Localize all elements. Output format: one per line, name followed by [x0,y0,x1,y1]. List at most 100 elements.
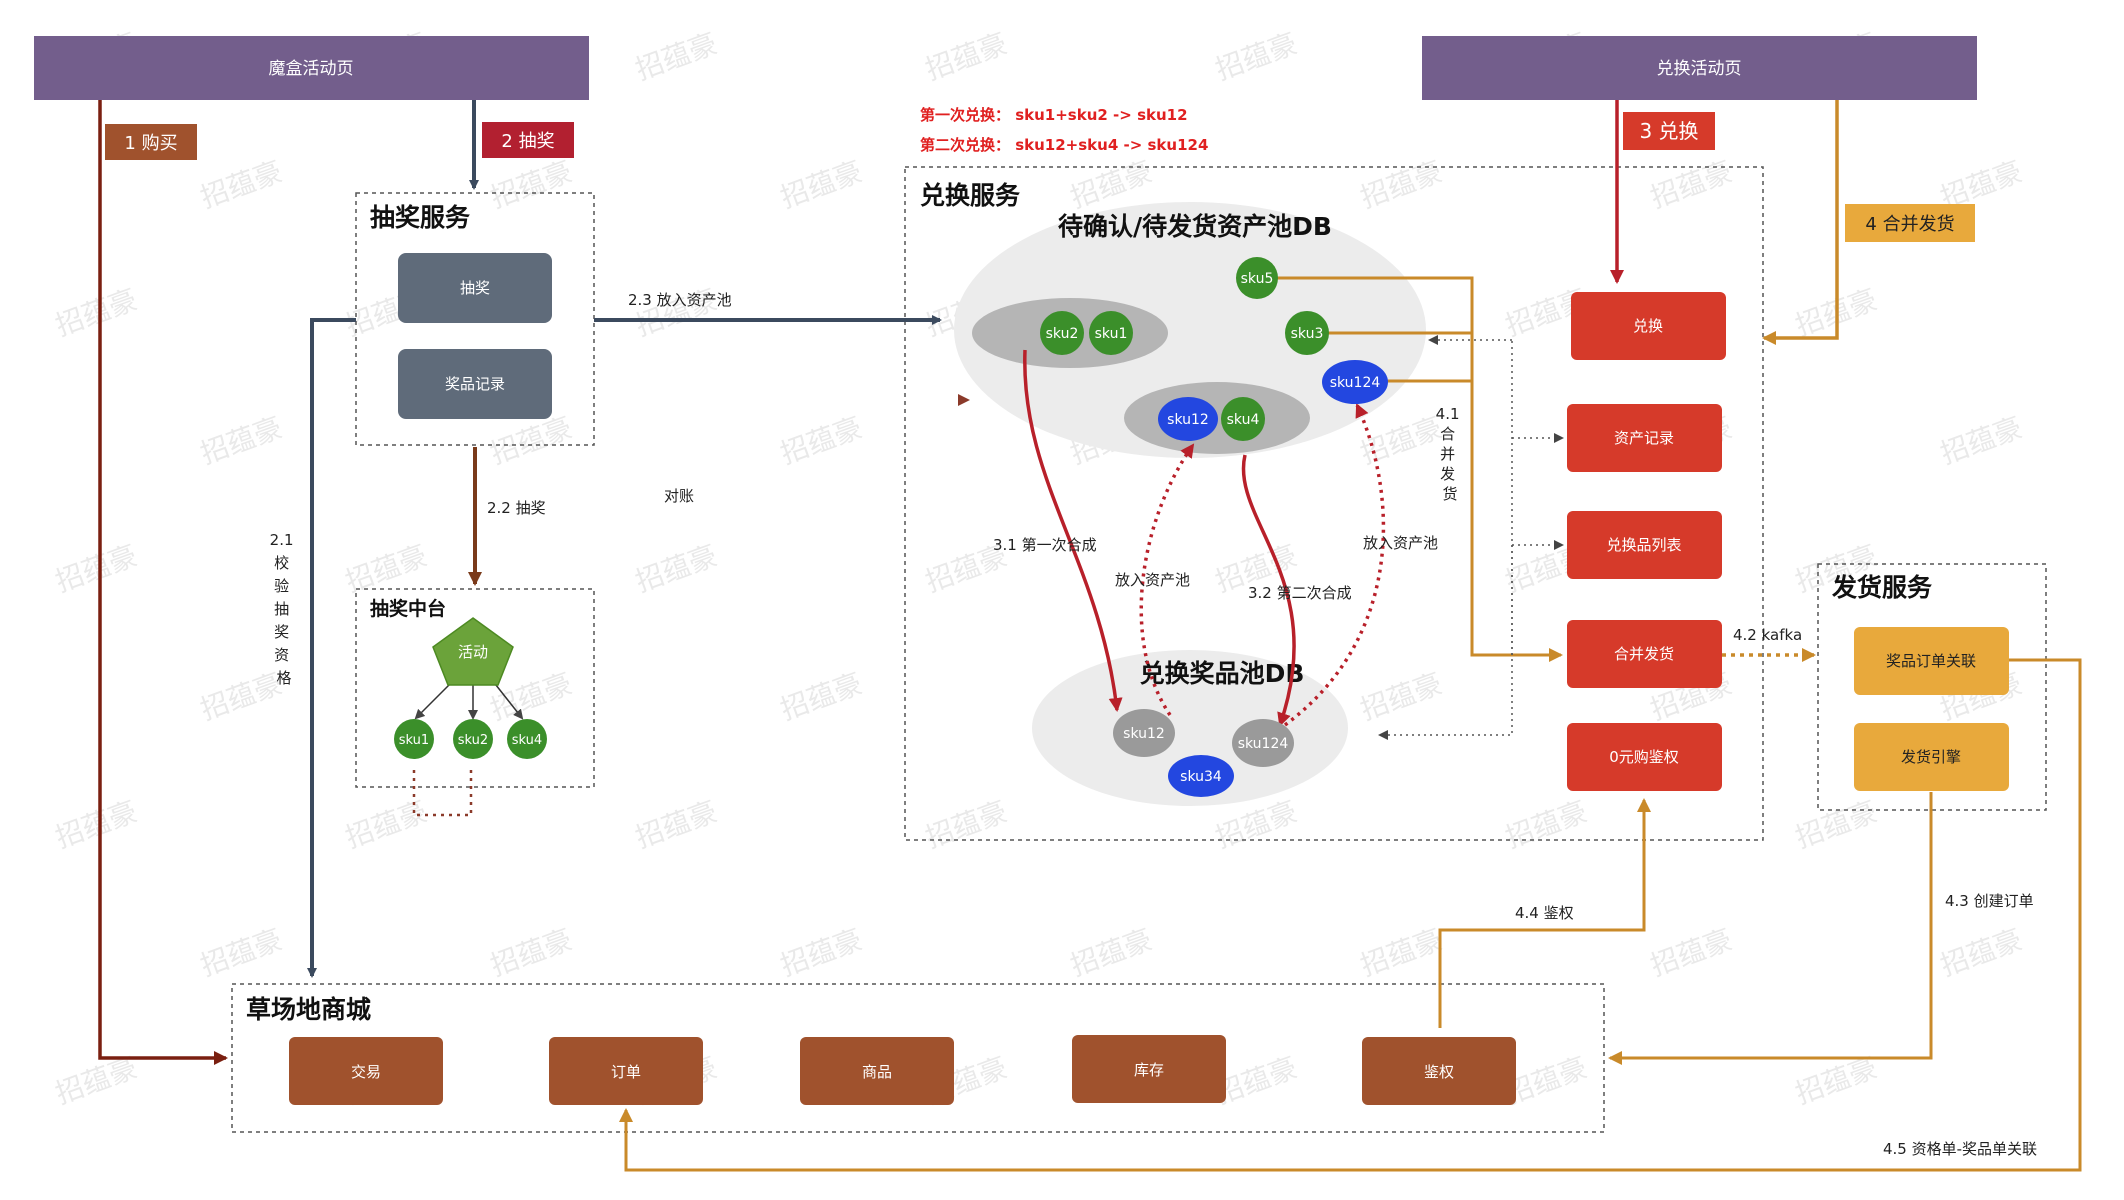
mall-button-2[interactable] [800,1037,954,1105]
pool-sku3-node [1285,311,1329,355]
pool-sku12-label: sku12 [1167,412,1209,428]
buy-tag [105,124,197,160]
second-exchange-note: 第二次兑换： sku12+sku4 -> sku124 [920,136,1208,154]
exchange-page-bar[interactable] [1422,36,1977,100]
ship-engine-button[interactable] [1854,723,2009,791]
edge-label-3-2: 3.2 第二次合成 [1248,584,1352,602]
edge-label-3-1: 3.1 第一次合成 [993,536,1097,554]
pool-sku5-node [1236,257,1278,299]
put-pool-arrow-1 [1139,443,1195,716]
edge-label-4-3: 4.3 创建订单 [1945,892,2034,910]
watermark-text-47: 招蕴豪 [1501,795,1591,855]
watermark-text-42: 招蕴豪 [51,795,141,855]
prize-list-button-label: 兑换品列表 [1606,536,1681,554]
watermark-text-7: 招蕴豪 [196,155,286,215]
watermark-text-28: 招蕴豪 [51,539,141,599]
reconcile-connector [412,770,473,817]
watermark-text-62: 招蕴豪 [1791,1051,1881,1111]
reconcile-arrowhead [958,394,970,406]
watermark-text-49: 招蕴豪 [196,923,286,983]
watermark-text-51: 招蕴豪 [776,923,866,983]
prize-db-title: 兑换奖品池DB [1140,659,1305,688]
mall-button-row: 交易订单商品库存鉴权 [289,1035,1516,1105]
watermark-text-44: 招蕴豪 [631,795,721,855]
buy-arrow [98,100,228,1065]
prize-list-button[interactable] [1567,511,1722,579]
second-synthesis-arrow [1241,454,1296,727]
merge-ship-button[interactable] [1567,620,1722,688]
watermark-text-12: 招蕴豪 [1646,155,1736,215]
prize-record-button[interactable] [398,349,552,419]
watermark-layer: 招蕴豪招蕴豪招蕴豪招蕴豪招蕴豪招蕴豪招蕴豪招蕴豪招蕴豪招蕴豪招蕴豪招蕴豪招蕴豪招… [51,27,2026,1111]
watermark-text-27: 招蕴豪 [1936,411,2026,471]
link-order-arrow [619,658,2082,1172]
watermark-text-45: 招蕴豪 [921,795,1011,855]
activity-pentagon[interactable] [432,617,514,686]
create-order-arrow [1608,792,1933,1065]
exchange-tag [1623,112,1715,150]
lottery-sku4-label: sku4 [512,733,542,748]
draw-tag-label: 2 抽奖 [501,131,554,152]
mall-button-1[interactable] [549,1037,703,1105]
ship-engine-label: 发货引擎 [1901,748,1961,766]
mall-button-label-0: 交易 [351,1063,381,1081]
mall-button-label-3: 库存 [1134,1061,1164,1079]
watermark-text-39: 招蕴豪 [1356,667,1446,727]
watermark-text-11: 招蕴豪 [1356,155,1446,215]
exchange-service-box [904,166,1764,841]
mall-button-0[interactable] [289,1037,443,1105]
first-exchange-note: 第一次兑换： sku1+sku2 -> sku12 [920,106,1188,124]
exchange-button[interactable] [1571,292,1726,360]
pool-sku124-node [1322,360,1388,404]
watermark-text-9: 招蕴豪 [776,155,866,215]
pool-sku124-label: sku124 [1330,375,1381,391]
watermark-text-48: 招蕴豪 [1791,795,1881,855]
lottery-sku2-node [453,719,493,759]
check-qualification-arrow [307,318,356,978]
draw-tag [482,122,574,158]
mall-button-label-1: 订单 [611,1063,641,1081]
zero-auth-button[interactable] [1567,723,1722,791]
mall-title: 草场地商城 [246,995,371,1024]
tree-edge-sku1 [414,679,455,720]
edge-label-4-2: 4.2 kafka [1733,626,1802,644]
mall-button-4[interactable] [1362,1037,1516,1105]
asset-record-button[interactable] [1567,404,1722,472]
merge-ship-button-label: 合并发货 [1614,645,1674,663]
put-pool-arrow-2 [1283,403,1386,727]
watermark-text-56: 招蕴豪 [51,1051,141,1111]
watermark-text-54: 招蕴豪 [1646,923,1736,983]
pool-sku4-node [1221,397,1265,441]
magic-box-page-bar[interactable] [34,36,589,100]
edge-label-2-2: 2.2 抽奖 [487,499,546,517]
watermark-text-22: 招蕴豪 [486,411,576,471]
watermark-text-8: 招蕴豪 [486,155,576,215]
pool-sku12-node [1158,397,1218,441]
edge-label-put-pool-1: 放入资产池 [1115,571,1190,589]
watermark-text-14: 招蕴豪 [51,283,141,343]
edge-label-4-5: 4.5 资格单-奖品单关联 [1883,1140,2037,1158]
watermark-text-3: 招蕴豪 [921,27,1011,87]
watermark-text-25: 招蕴豪 [1356,411,1446,471]
lottery-service-title: 抽奖服务 [370,203,470,232]
watermark-text-35: 招蕴豪 [196,667,286,727]
zero-auth-button-label: 0元购鉴权 [1609,748,1679,766]
edge-label-2-1: 2.1 校 验 抽 奖 资 格 [270,531,299,687]
merge-dotted-to-prize-db [1378,545,1513,740]
exchange-button-label: 兑换 [1633,317,1663,335]
edge-label-put-pool-2: 放入资产池 [1363,534,1438,552]
pool-sku2-label: sku2 [1046,326,1079,342]
pending-asset-pool-db [954,202,1426,458]
prize-record-button-label: 奖品记录 [445,375,505,393]
lottery-draw-button[interactable] [398,253,552,323]
watermark-text-30: 招蕴豪 [631,539,721,599]
mall-button-3[interactable] [1072,1035,1226,1103]
watermark-text-2: 招蕴豪 [631,27,721,87]
prize-sku12-label: sku12 [1123,726,1165,742]
exchange-page-title: 兑换活动页 [1657,59,1742,79]
prize-order-link-button[interactable] [1854,627,2009,695]
activity-label: 活动 [458,643,488,661]
pool-sku3-label: sku3 [1291,326,1324,342]
pool-sku1-node [1089,311,1133,355]
